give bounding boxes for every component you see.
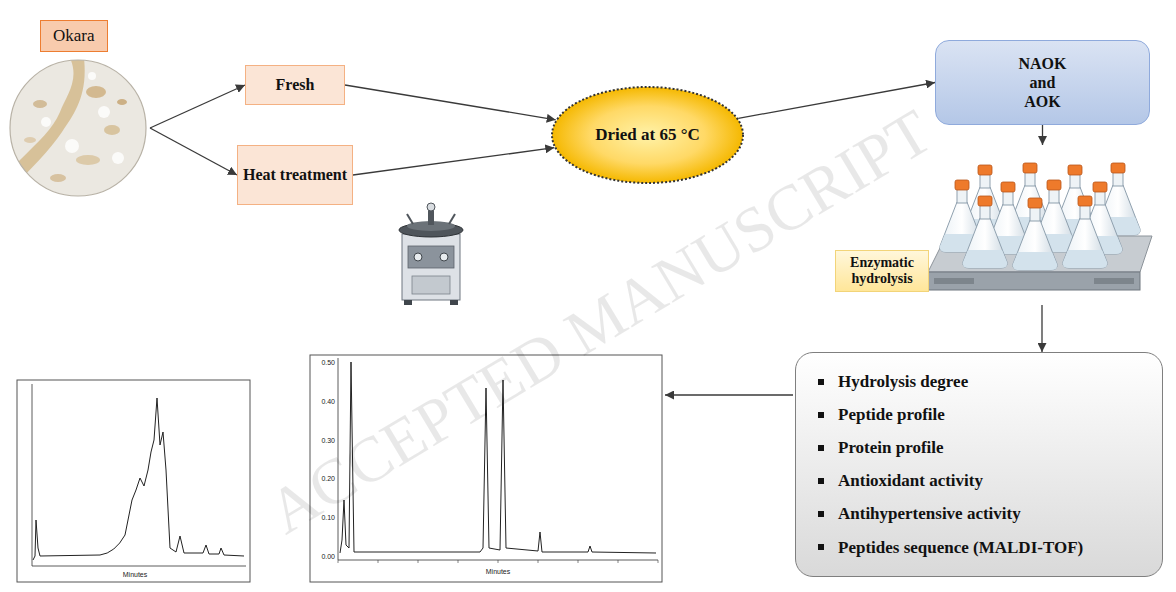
process-box: Heat treatment xyxy=(237,145,353,205)
tick-label: 0.10 xyxy=(321,514,335,521)
analysis-item: Hydrolysis degree xyxy=(838,372,968,392)
flow-arrow xyxy=(353,148,554,175)
bullet xyxy=(818,445,824,451)
ellipse-shape xyxy=(552,87,743,183)
tick-label: 0.40 xyxy=(321,397,335,404)
source-label: Okara xyxy=(53,26,95,46)
list-item: Antihypertensive activity xyxy=(818,504,1148,524)
result-arrow xyxy=(665,394,793,395)
sample-box: NAOK and AOK xyxy=(935,40,1150,125)
shaker-flasks-illustration xyxy=(928,163,1152,290)
analysis-list-box: Hydrolysis degreePeptide profileProtein … xyxy=(795,352,1163,577)
analysis-item: Protein profile xyxy=(838,438,944,458)
analysis-item: Peptide profile xyxy=(838,405,945,425)
list-item: Antioxidant activity xyxy=(818,471,1148,491)
process-label-box: Enzymatic hydrolysis xyxy=(835,250,929,292)
bullet xyxy=(818,379,824,385)
autoclave-illustration xyxy=(399,203,463,305)
list-item: Peptide profile xyxy=(818,405,1148,425)
flow-arrow xyxy=(738,83,935,119)
ellipse-label: Dried at 65 °C xyxy=(595,125,700,145)
bullet xyxy=(818,412,824,418)
source-group: Okara xyxy=(8,18,150,198)
flow-arrow xyxy=(1041,305,1042,352)
list-item: Protein profile xyxy=(818,438,1148,458)
axis-title: Minutes xyxy=(123,571,148,578)
flow-arrow xyxy=(1042,125,1043,145)
analysis-item: Peptides sequence (MALDI-TOF) xyxy=(838,538,1083,558)
list-item: Hydrolysis degree xyxy=(818,372,1148,392)
bullet xyxy=(818,478,824,484)
analysis-item: Antioxidant activity xyxy=(838,471,983,491)
okara-photo xyxy=(8,58,150,200)
list-item: Peptides sequence (MALDI-TOF) xyxy=(818,538,1148,558)
process-group: Enzymatic hydrolysis xyxy=(835,145,1160,305)
tick-label: 0.00 xyxy=(321,553,335,560)
axis-title: Minutes xyxy=(486,568,511,575)
box-label: Fresh xyxy=(276,76,315,94)
process-ellipse: Dried at 65 °C xyxy=(550,85,745,185)
flow-arrow xyxy=(150,128,237,175)
tick-label: 0.30 xyxy=(321,436,335,443)
chromatogram-2 xyxy=(310,355,662,582)
bullet xyxy=(818,511,824,517)
box-label: Heat treatment xyxy=(243,166,347,184)
process-box: Fresh xyxy=(245,65,345,105)
flow-arrow xyxy=(150,85,245,128)
process-label: Enzymatic hydrolysis xyxy=(842,255,922,287)
sample-label: NAOK and AOK xyxy=(1015,54,1071,112)
chromatogram-1 xyxy=(17,380,250,582)
bullet xyxy=(818,544,824,550)
source-label-box: Okara xyxy=(40,20,108,52)
flow-arrow xyxy=(345,85,556,120)
tick-label: 0.20 xyxy=(321,475,335,482)
tick-label: 0.50 xyxy=(321,359,335,366)
analysis-item: Antihypertensive activity xyxy=(838,504,1021,524)
